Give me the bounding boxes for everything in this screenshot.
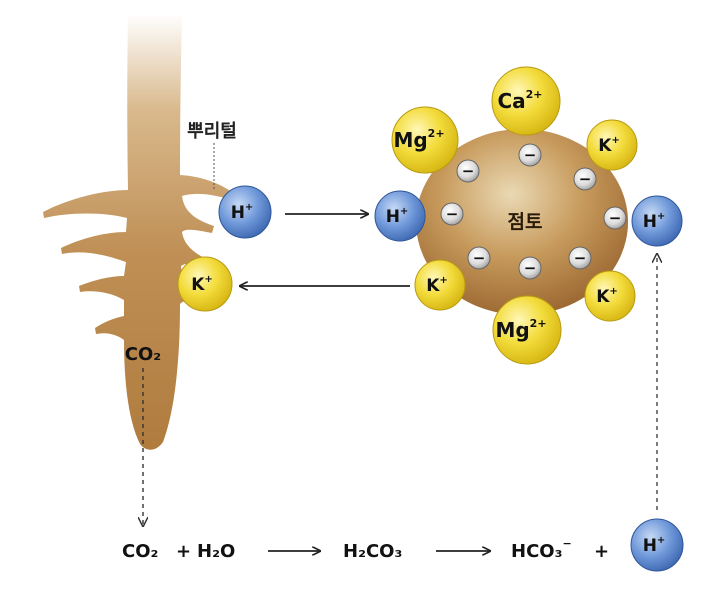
negative-charge: − xyxy=(573,167,597,191)
svg-text:K+: K+ xyxy=(598,135,620,156)
equation-h2co3: H₂CO₃ xyxy=(343,541,402,562)
negative-charge: − xyxy=(603,206,627,230)
negative-charge: − xyxy=(518,256,542,280)
clay-label: 점토 xyxy=(508,211,543,233)
equation-hco3: HCO₃− xyxy=(511,537,572,562)
ion-h-equation: H+ xyxy=(630,518,684,572)
ion-ca: Ca2+ xyxy=(491,66,561,136)
negative-charge: − xyxy=(568,246,592,270)
root-body xyxy=(43,14,232,450)
ion-k-top-right: K+ xyxy=(586,119,638,171)
svg-text:−: − xyxy=(609,209,622,227)
ion-k-clay-bottom-right: K+ xyxy=(584,270,636,322)
ion-h-clay-right: H+ xyxy=(631,195,683,247)
svg-text:K+: K+ xyxy=(426,275,448,296)
svg-text:−: − xyxy=(524,146,537,164)
ion-mg-top: Mg2+ xyxy=(391,106,459,174)
svg-text:Mg2+: Mg2+ xyxy=(495,317,546,342)
svg-text:−: − xyxy=(524,259,537,277)
ion-h-clay-left: H+ xyxy=(374,190,426,242)
negative-charge: − xyxy=(467,246,491,270)
equation-plus-2: + xyxy=(594,541,609,562)
reaction-equation: CO₂ + H₂O H₂CO₃ HCO₃− + xyxy=(122,537,609,562)
svg-text:H+: H+ xyxy=(231,202,254,223)
svg-text:H+: H+ xyxy=(386,206,409,227)
equation-plus-1: + xyxy=(176,541,191,562)
ion-mg-bottom: Mg2+ xyxy=(492,295,562,365)
ion-k-clay-bottom-left: K+ xyxy=(414,259,466,311)
svg-text:Ca2+: Ca2+ xyxy=(497,88,542,113)
svg-text:K+: K+ xyxy=(596,286,618,307)
equation-h2o: H₂O xyxy=(197,541,235,562)
svg-text:K+: K+ xyxy=(191,274,213,295)
negative-charges: − − − − − − − − xyxy=(440,143,627,280)
svg-text:−: − xyxy=(446,205,459,223)
svg-text:H+: H+ xyxy=(643,535,666,556)
negative-charge: − xyxy=(518,143,542,167)
root-co2-label: CO₂ xyxy=(125,344,161,365)
equation-co2: CO₂ xyxy=(122,541,158,562)
root-hair-label: 뿌리털 xyxy=(187,121,237,142)
svg-text:−: − xyxy=(462,162,475,180)
root xyxy=(43,14,232,450)
svg-text:−: − xyxy=(473,249,486,267)
svg-text:−: − xyxy=(574,249,587,267)
negative-charge: − xyxy=(440,202,464,226)
svg-text:−: − xyxy=(579,170,592,188)
negative-charge: − xyxy=(456,159,480,183)
ion-h-root: H+ xyxy=(218,185,272,239)
ion-k-root: K+ xyxy=(177,256,233,312)
svg-text:Mg2+: Mg2+ xyxy=(393,127,444,152)
svg-text:H+: H+ xyxy=(643,211,666,232)
